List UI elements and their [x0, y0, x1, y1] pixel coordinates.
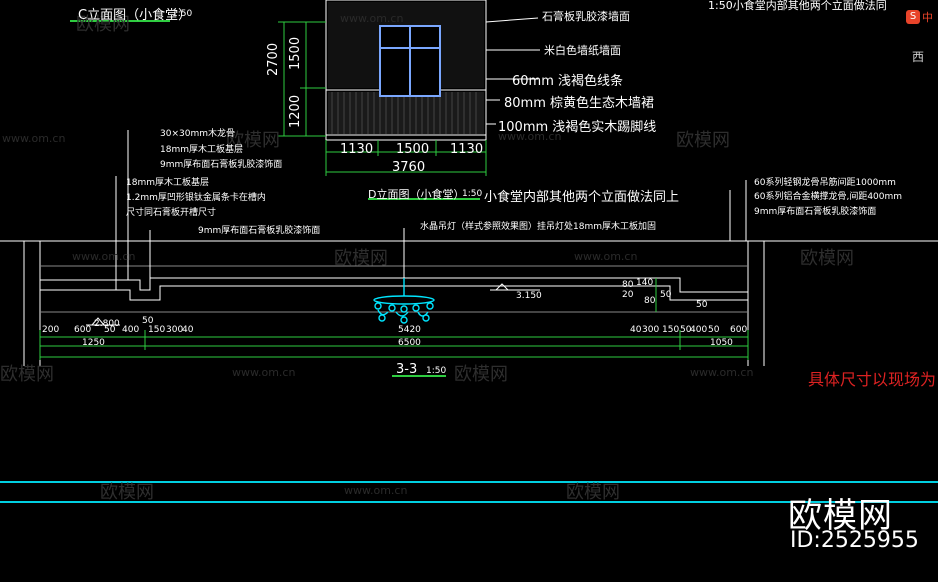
- d-callout-4: 80mm 棕黄色生态木墙裙: [504, 96, 655, 111]
- top-right-title: 1:50小食堂内部其他两个立面做法同: [708, 0, 887, 12]
- d-dim-upper: 1500: [288, 36, 303, 70]
- dim-mid: 5420: [398, 325, 421, 335]
- d-horizontal-dims: [325, 140, 487, 176]
- d-leaders: [485, 17, 540, 125]
- dim-left-sub: 1250: [82, 338, 105, 348]
- section-right-callout-2: 60系列铝合金横撑龙骨,间距400mm: [754, 192, 903, 202]
- watermark-url: www.om.cn: [232, 366, 296, 379]
- dim-right-vert-4: 80: [644, 296, 656, 306]
- dim-right-1: 40: [630, 325, 642, 335]
- dim-left-top: 50: [142, 316, 154, 326]
- dim-right-3: 150: [662, 325, 680, 335]
- c-elevation-title: C立面图（小食堂）: [78, 8, 192, 23]
- c-elevation-scale: 1:50: [172, 9, 193, 19]
- watermark-url: www.om.cn: [340, 12, 404, 25]
- section-leaders: [115, 130, 747, 290]
- dim-right-sub: 1050: [710, 338, 733, 348]
- dim-left-2: 600: [74, 325, 92, 335]
- section-outline: [0, 240, 938, 366]
- sogou-ime-mode[interactable]: 中: [922, 11, 933, 24]
- watermark-brand: 欧模网: [676, 130, 730, 151]
- d-dim-h2: 1500: [396, 142, 430, 157]
- watermark-brand: 欧模网: [566, 482, 620, 503]
- brand-logo-text: 欧模网: [788, 496, 893, 536]
- d-dim-lower: 1200: [288, 94, 303, 128]
- d-elevation-title: D立面图（小食堂）: [368, 188, 465, 201]
- watermark-brand: 欧模网: [0, 364, 54, 385]
- watermark-brand: 欧模网: [76, 14, 130, 35]
- watermark-url: www.om.cn: [344, 484, 408, 497]
- dim-right-vert-2: 20: [622, 290, 634, 300]
- red-note: 具体尺寸以现场为: [808, 370, 937, 389]
- section-center-callout: 水晶吊灯（样式参照效果图）挂吊灯处18mm厚木工板加固: [420, 222, 656, 232]
- watermark-brand: 欧模网: [226, 130, 280, 151]
- brand-id: ID:2525955: [790, 528, 919, 553]
- level-center: 3.150: [516, 291, 542, 301]
- d-dim-total-height: 2700: [266, 42, 281, 76]
- section-left-callout-7: 9mm厚布面石膏板乳胶漆饰面: [198, 226, 321, 236]
- d-elevation-scale: 1:50: [462, 189, 483, 199]
- section-left-callout-4: 18mm厚木工板基层: [126, 178, 209, 188]
- dim-left-3: 50: [104, 325, 116, 335]
- sogou-ime-icon[interactable]: S: [906, 10, 920, 24]
- section-dims: [39, 278, 749, 360]
- side-char: 西: [912, 50, 925, 64]
- watermark-url: www.om.cn: [690, 366, 754, 379]
- watermark-brand: 欧模网: [334, 248, 388, 269]
- level-markers: [86, 283, 540, 326]
- dim-left-7: 40: [182, 325, 194, 335]
- dim-right-5: 400: [690, 325, 708, 335]
- watermark-url: www.om.cn: [498, 130, 562, 143]
- dim-left-4: 400: [122, 325, 140, 335]
- chandelier: [373, 278, 435, 324]
- dim-right-7: 600: [730, 325, 748, 335]
- watermark-url: www.om.cn: [2, 132, 66, 145]
- dim-right-vert-6: 50: [696, 300, 708, 310]
- watermark-brand: 欧模网: [454, 364, 508, 385]
- d-callout-1: 石膏板乳胶漆墙面: [542, 10, 630, 23]
- dim-right-vert-1: 80: [622, 280, 634, 290]
- section-left-callout-1: 30×30mm木龙骨: [160, 129, 235, 139]
- d-vertical-dims: [278, 21, 326, 137]
- d-callout-3: 60mm 浅褐色线条: [512, 74, 624, 89]
- section-left-callout-3: 9mm厚布面石膏板乳胶漆饰面: [160, 160, 283, 170]
- section-right-callout-3: 9mm厚布面石膏板乳胶漆饰面: [754, 207, 877, 217]
- watermark-url: www.om.cn: [574, 250, 638, 263]
- dim-right-4: 50: [680, 325, 692, 335]
- level-left: 2.800: [94, 319, 120, 329]
- d-elevation-note: 小食堂内部其他两个立面做法同上: [484, 190, 680, 205]
- watermark-url: www.om.cn: [72, 250, 136, 263]
- dim-right-vert-3: 140: [636, 278, 654, 288]
- dim-left-5: 150: [148, 325, 166, 335]
- dim-left-1: 200: [42, 325, 60, 335]
- d-dim-h1: 1130: [340, 142, 374, 157]
- dim-left-6: 300: [166, 325, 184, 335]
- window: [379, 25, 441, 97]
- d-callout-5: 100mm 浅褐色实木踢脚线: [498, 120, 657, 135]
- section-scale: 1:50: [426, 366, 447, 376]
- dim-right-6: 50: [708, 325, 720, 335]
- section-title: 3-3: [396, 362, 418, 377]
- bottom-rule-lines: [0, 481, 938, 503]
- watermark-brand: 欧模网: [100, 482, 154, 503]
- section-left-callout-6: 尺寸同石膏板开槽尺寸: [126, 208, 217, 218]
- d-dim-total-width: 3760: [392, 160, 426, 175]
- section-left-callout-5: 1.2mm厚凹形银钛金属条卡在槽内: [126, 193, 266, 203]
- section-right-callout-1: 60系列轻钢龙骨吊筋间距1000mm: [754, 178, 896, 188]
- wainscot-lines: [331, 92, 477, 134]
- d-dim-h3: 1130: [450, 142, 484, 157]
- dim-right-2: 300: [642, 325, 660, 335]
- section-left-callout-2: 18mm厚木工板基层: [160, 145, 243, 155]
- dim-right-vert-5: 50: [660, 290, 672, 300]
- d-callout-2: 米白色墙纸墙面: [544, 44, 621, 57]
- watermark-brand: 欧模网: [800, 248, 854, 269]
- dim-total: 6500: [398, 338, 421, 348]
